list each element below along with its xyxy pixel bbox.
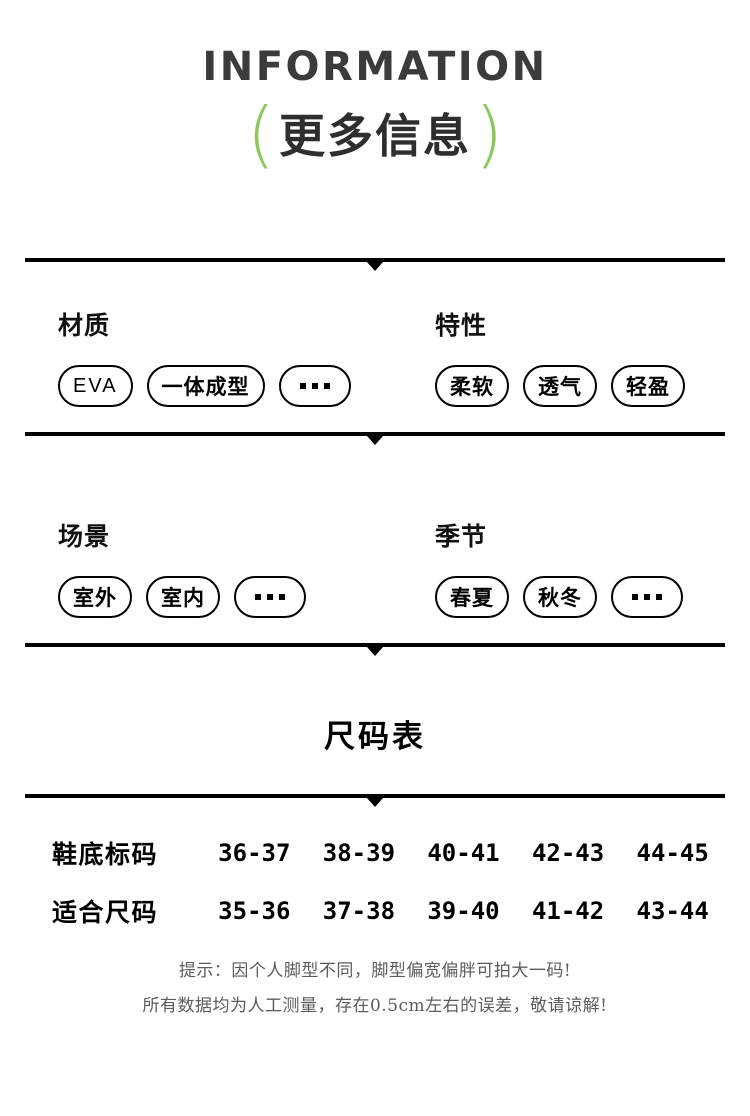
attribute-tag[interactable]: 轻盈 (611, 365, 685, 407)
table-cell: 44-45 (636, 839, 709, 867)
attribute-group-season: 季节 春夏 秋冬 (375, 517, 725, 618)
table-cell: 41-42 (531, 897, 605, 925)
attribute-group-material: 材质 EVA 一体成型 (25, 306, 375, 407)
divider-3 (25, 643, 725, 656)
table-row-header: 适合尺码 (52, 898, 159, 927)
size-chart-table: 鞋底标码 36-37 38-39 40-41 42-43 44-45 适合尺码 … (25, 824, 725, 940)
divider-1 (25, 258, 725, 271)
attribute-tag[interactable]: EVA (58, 365, 133, 407)
divider-triangle-icon (367, 436, 383, 445)
dot-icon (299, 383, 306, 389)
page-title: INFORMATION (202, 44, 548, 90)
dot-icon (656, 594, 662, 600)
attribute-tag-row: EVA 一体成型 (58, 365, 375, 407)
page-subtitle: ( 更多信息 ) (0, 92, 750, 176)
divider-2 (25, 432, 725, 445)
attribute-label: 特性 (435, 311, 488, 340)
attribute-tag[interactable]: 室外 (58, 576, 132, 618)
table-cell: 39-40 (427, 897, 500, 925)
attribute-tag[interactable]: 室内 (146, 576, 220, 618)
table-cell: 37-38 (322, 897, 396, 925)
divider-4 (25, 794, 725, 807)
attribute-tag-row: 室外 室内 (58, 576, 375, 618)
dot-icon (311, 383, 318, 389)
table-cells: 35-36 37-38 39-40 41-42 43-44 (202, 897, 725, 925)
table-row: 鞋底标码 36-37 38-39 40-41 42-43 44-45 (25, 824, 725, 882)
page-subtitle-text: 更多信息 (279, 109, 471, 163)
note-line: 提示：因个人脚型不同，脚型偏宽偏胖可拍大一码! (178, 961, 572, 981)
page-header: INFORMATION ( 更多信息 ) (0, 0, 750, 172)
table-cell: 42-43 (531, 839, 605, 867)
attribute-tag-row: 柔软 透气 轻盈 (435, 365, 725, 407)
dot-icon (279, 594, 285, 600)
table-cell: 36-37 (218, 839, 291, 867)
dot-icon (267, 594, 273, 600)
divider-triangle-icon (367, 262, 383, 271)
divider-rule (25, 258, 725, 262)
table-cells: 36-37 38-39 40-41 42-43 44-45 (202, 839, 725, 867)
table-cell: 38-39 (322, 839, 396, 867)
attribute-label: 材质 (58, 311, 111, 340)
attribute-tag-more[interactable] (611, 576, 683, 618)
dot-icon (632, 594, 638, 600)
attribute-group-scene: 场景 室外 室内 (25, 517, 375, 618)
table-cell: 35-36 (218, 897, 291, 925)
attribute-tag[interactable]: 透气 (523, 365, 597, 407)
dot-icon (323, 383, 330, 389)
attribute-tag[interactable]: 柔软 (435, 365, 509, 407)
dot-icon (255, 594, 261, 600)
attribute-tag[interactable]: 一体成型 (146, 365, 265, 407)
size-chart-notes: 提示：因个人脚型不同，脚型偏宽偏胖可拍大一码! 所有数据均为人工测量，存在0.5… (0, 954, 750, 1024)
divider-triangle-icon (367, 798, 383, 807)
table-row-header: 鞋底标码 (52, 840, 159, 869)
dot-icon (644, 594, 650, 600)
divider-triangle-icon (367, 647, 383, 656)
attribute-tag-more[interactable] (278, 365, 351, 407)
divider-rule (25, 794, 725, 798)
table-row: 适合尺码 35-36 37-38 39-40 41-42 43-44 (25, 882, 725, 940)
divider-rule (25, 643, 725, 647)
note-line: 所有数据均为人工测量，存在0.5cm左右的误差，敬请谅解! (142, 995, 608, 1016)
attribute-tag[interactable]: 春夏 (435, 576, 509, 618)
attribute-section-2: 场景 室外 室内 季节 春夏 秋冬 (25, 517, 725, 618)
size-chart-title: 尺码表 (324, 719, 426, 755)
attribute-section-1: 材质 EVA 一体成型 特性 柔软 透气 轻盈 (25, 306, 725, 407)
attribute-tag-row: 春夏 秋冬 (435, 576, 725, 618)
table-cell: 40-41 (427, 839, 500, 867)
attribute-tag[interactable]: 秋冬 (523, 576, 597, 618)
left-paren-decoration: ( (246, 92, 275, 176)
table-cell: 43-44 (636, 897, 709, 925)
attribute-label: 季节 (435, 522, 488, 551)
attribute-label: 场景 (58, 522, 111, 551)
divider-rule (25, 432, 725, 436)
attribute-group-feature: 特性 柔软 透气 轻盈 (375, 306, 725, 407)
right-paren-decoration: ) (475, 92, 504, 176)
attribute-tag-more[interactable] (234, 576, 306, 618)
